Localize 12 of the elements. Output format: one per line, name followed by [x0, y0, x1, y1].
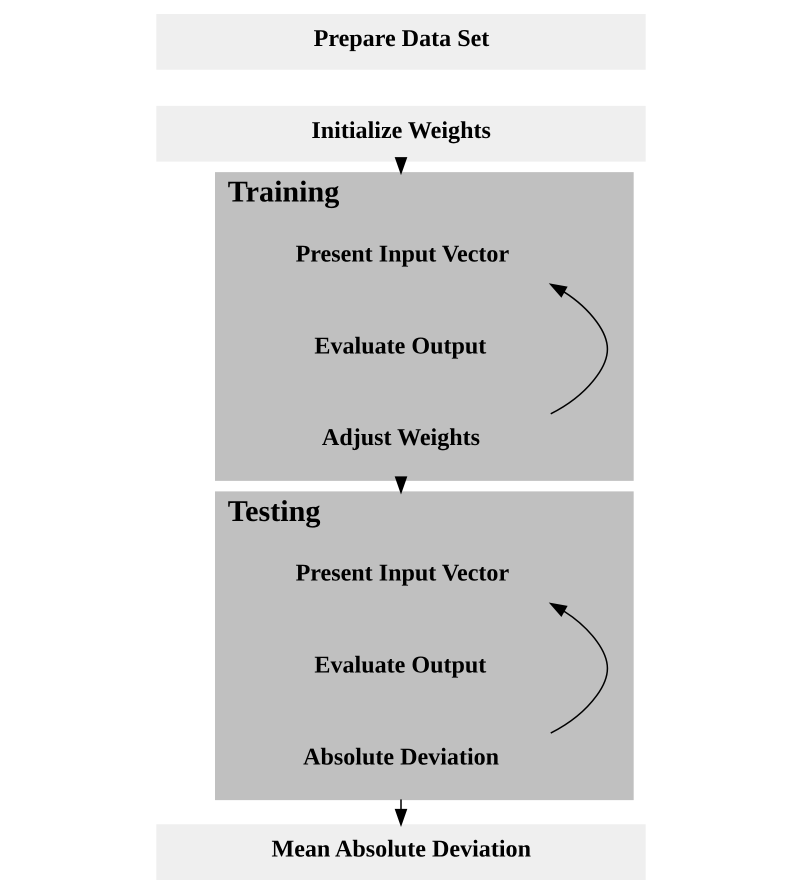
node-text: Present Input Vector [295, 560, 509, 587]
arrow [548, 602, 608, 734]
node-text: Evaluate Output [314, 333, 486, 360]
arrow [548, 283, 608, 414]
arrow [394, 476, 407, 494]
node-text: Present Input Vector [295, 241, 509, 268]
arrow [394, 157, 407, 176]
node-text: Absolute Deviation [302, 744, 499, 770]
node-box: Mean Absolute Deviation [156, 824, 646, 880]
node-text: Adjust Weights [321, 425, 480, 452]
node-text: Evaluate Output [314, 652, 486, 679]
arrow [394, 799, 407, 827]
